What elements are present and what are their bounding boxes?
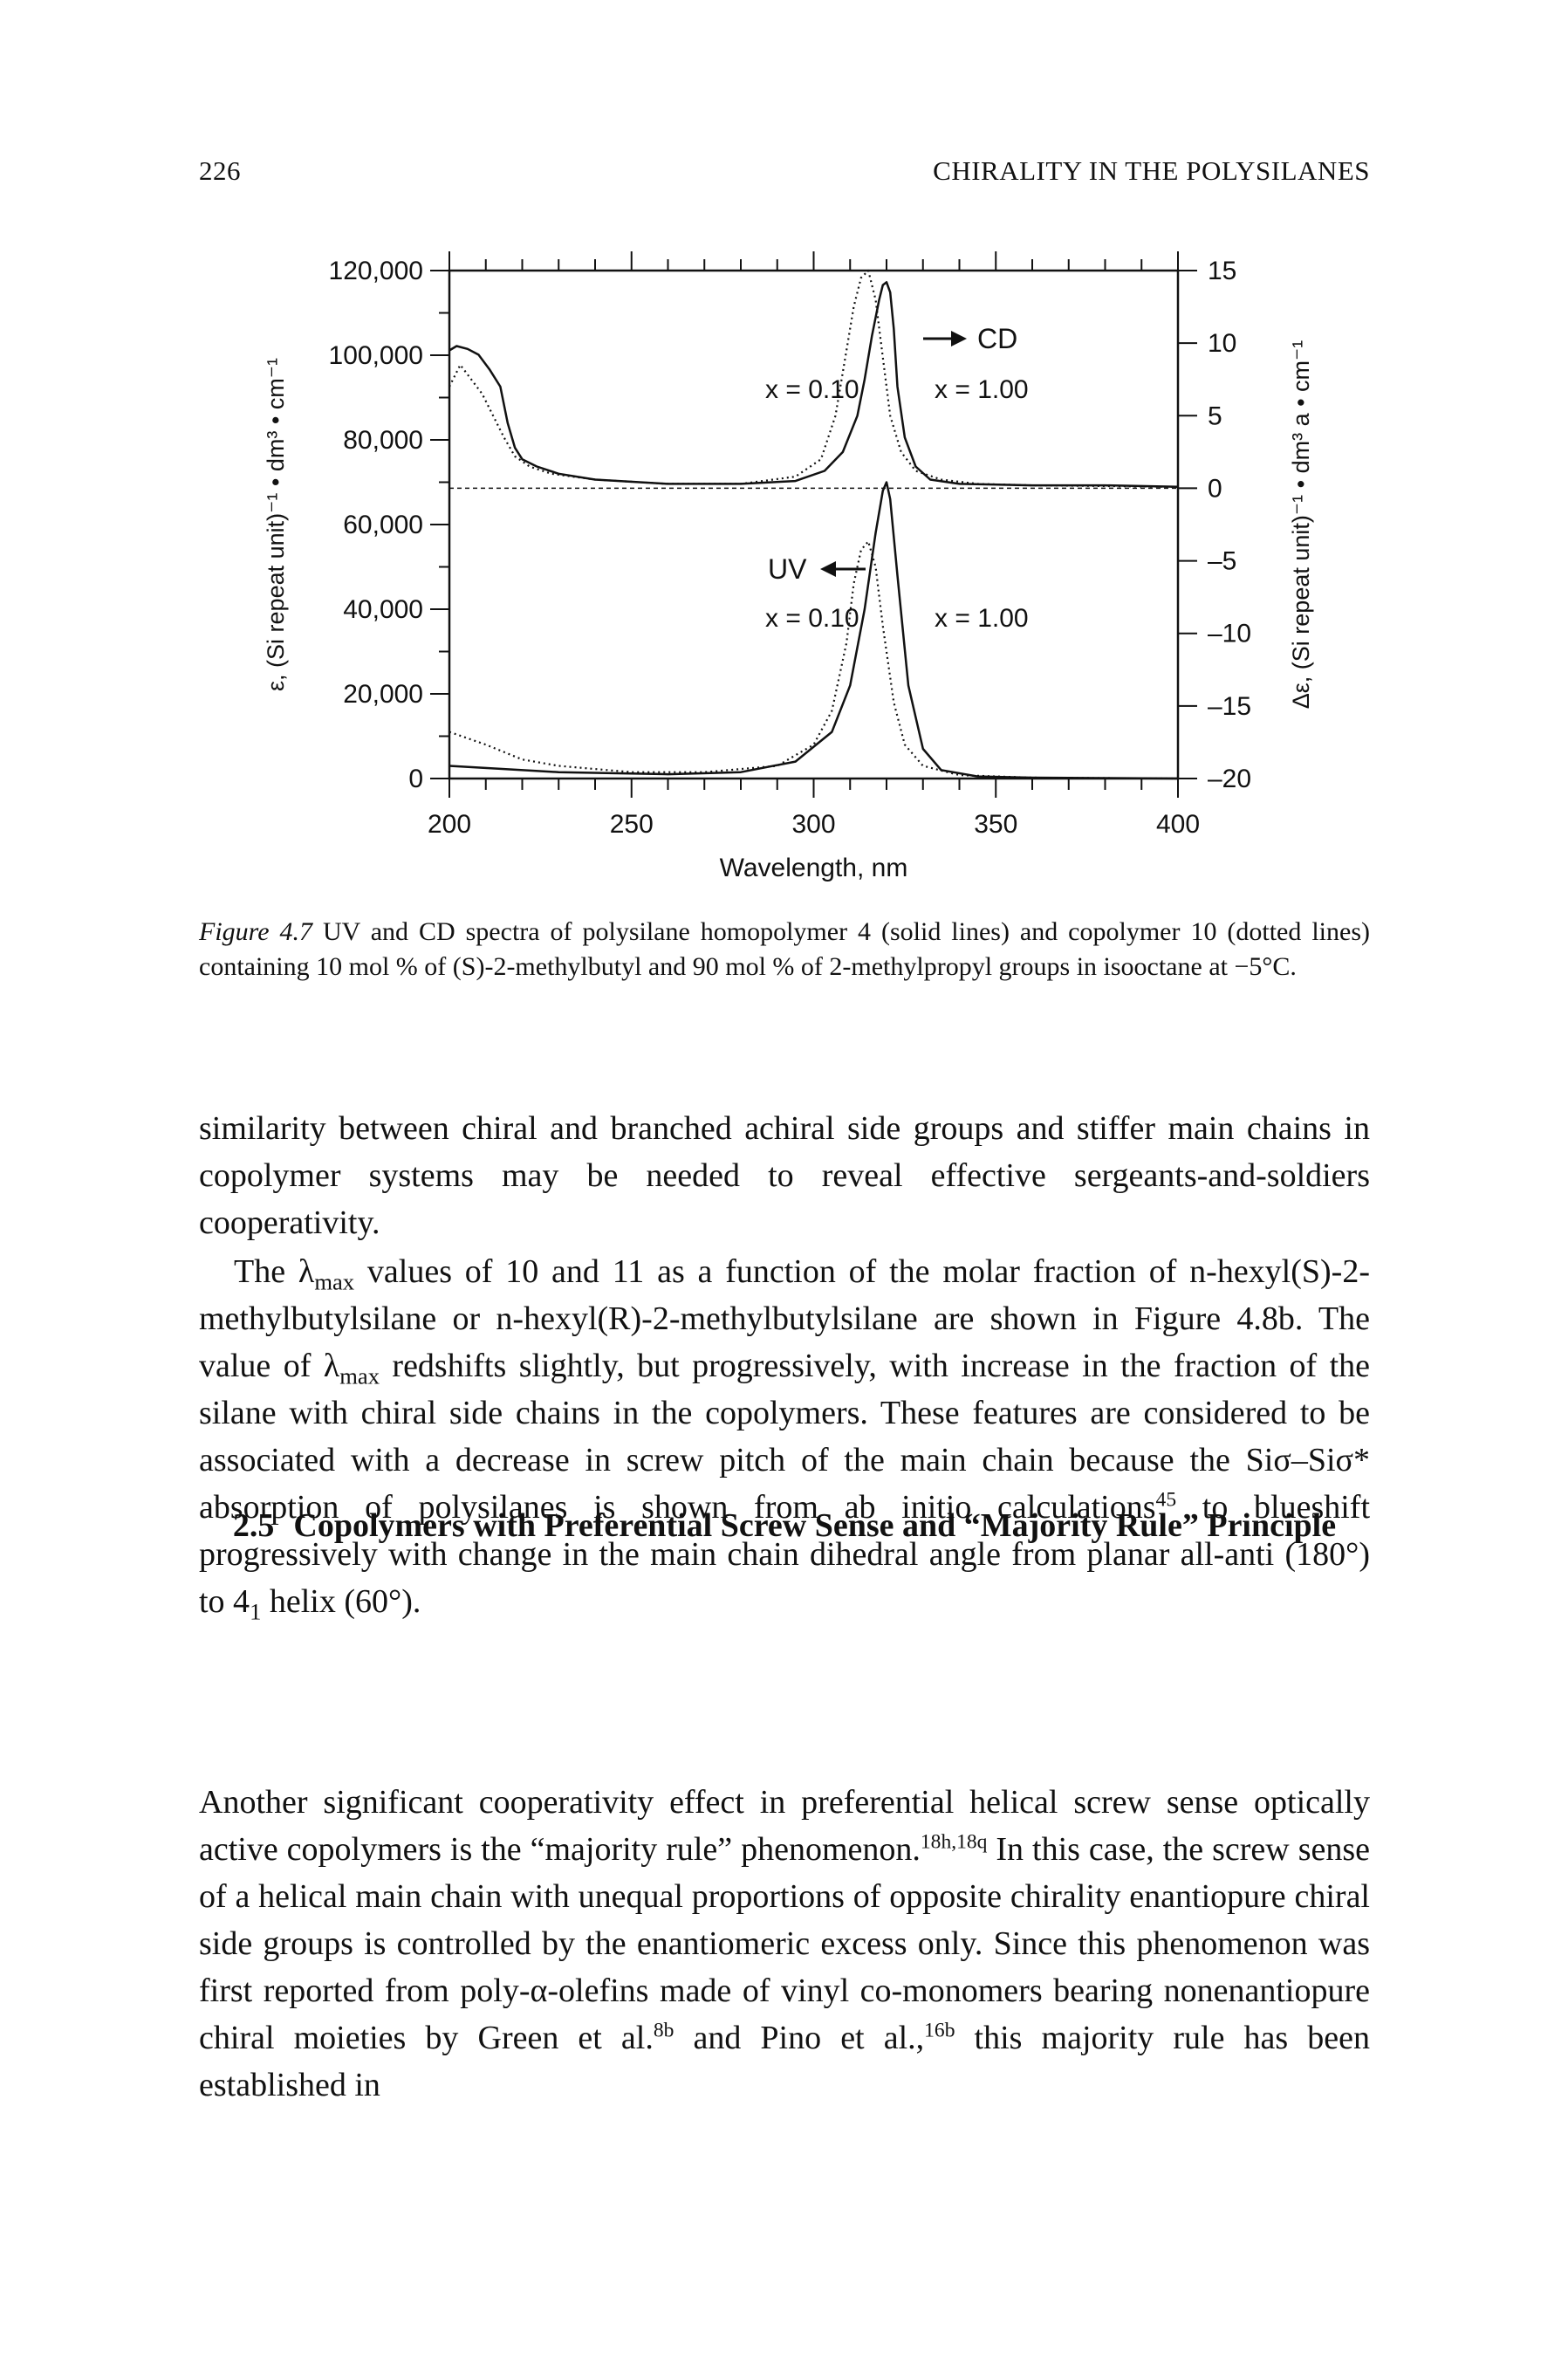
y-right-tick-label: –10 (1208, 620, 1251, 648)
page-header: 226 CHIRALITY IN THE POLYSILANES (199, 155, 1370, 199)
y-right-tick-label: 0 (1208, 474, 1222, 503)
x-tick-label: 250 (610, 810, 654, 839)
y-right-tick-label: –5 (1208, 547, 1236, 576)
uv-arrowhead (820, 561, 836, 577)
y-left-tick-label: 40,000 (343, 595, 423, 624)
cd-arrowhead (951, 331, 967, 346)
y-left-tick-label: 100,000 (329, 341, 423, 370)
y-left-tick-label: 20,000 (343, 680, 423, 709)
spectra-series (448, 269, 1179, 780)
y-right-tick-label: 10 (1208, 329, 1236, 358)
y-left-tick-label: 0 (408, 765, 423, 793)
y-left-tick-label: 120,000 (329, 257, 423, 285)
uv-dotted-series (448, 540, 1179, 780)
y-right-tick-label: –20 (1208, 765, 1251, 793)
axis-ticks (430, 251, 1197, 798)
x-tick-label: 400 (1156, 810, 1200, 839)
y-right-tick-label: 5 (1208, 401, 1222, 430)
y-right-tick-label: –15 (1208, 692, 1251, 721)
cd-label: CD (977, 323, 1017, 354)
cd-solid-series (448, 281, 1179, 489)
paragraph-1: similarity between chiral and branched a… (199, 1110, 1370, 1241)
x-tick-label: 350 (974, 810, 1017, 839)
section-number: 2.5 (232, 1507, 275, 1544)
y-left-axis-title: ε, (Si repeat unit)⁻¹ • dm³ • cm⁻¹ (263, 358, 289, 691)
uv-x100-label: x = 1.00 (935, 604, 1029, 633)
figure-caption: Figure 4.7 UV and CD spectra of polysila… (199, 915, 1370, 984)
plot-border (448, 269, 1180, 780)
running-title: CHIRALITY IN THE POLYSILANES (933, 155, 1370, 186)
y-left-tick-label: 80,000 (343, 426, 423, 455)
y-right-axis-title: Δε, (Si repeat unit)⁻¹ • dm³ a • cm⁻¹ (1288, 340, 1314, 710)
uv-x010-label: x = 0.10 (765, 604, 859, 633)
x-axis-title: Wavelength, nm (720, 854, 908, 882)
paragraph-3: Another significant cooperativity effect… (199, 1784, 1371, 2103)
cd-x100-label: x = 1.00 (935, 375, 1029, 404)
uv-label: UV (768, 553, 807, 585)
plot-frame (448, 269, 1180, 780)
section-title: Copolymers with Preferential Screw Sense… (293, 1507, 1337, 1544)
y-left-tick-label: 60,000 (343, 511, 423, 539)
section-heading: 2.5 Copolymers with Preferential Screw Se… (199, 1503, 1370, 1548)
uv-cd-spectra-figure: 200 250 300 350 400 0 20,000 40,000 60,000 80,000… (263, 251, 1314, 882)
tick-labels: 200 250 300 350 400 0 20,000 40,000 60,000 80,000… (263, 257, 1314, 882)
caption-text: UV and CD spectra of polysilane homopoly… (199, 917, 1370, 981)
paragraph-2: The λmax values of 10 and 11 as a functi… (199, 1253, 1370, 1625)
cd-x010-label: x = 0.10 (765, 375, 859, 404)
page-number: 226 (199, 155, 241, 186)
x-tick-label: 300 (791, 810, 835, 839)
uv-solid-series (448, 481, 1179, 780)
y-right-tick-label: 15 (1208, 257, 1236, 285)
figure-label: Figure 4.7 (199, 917, 312, 946)
x-tick-label: 200 (428, 810, 471, 839)
